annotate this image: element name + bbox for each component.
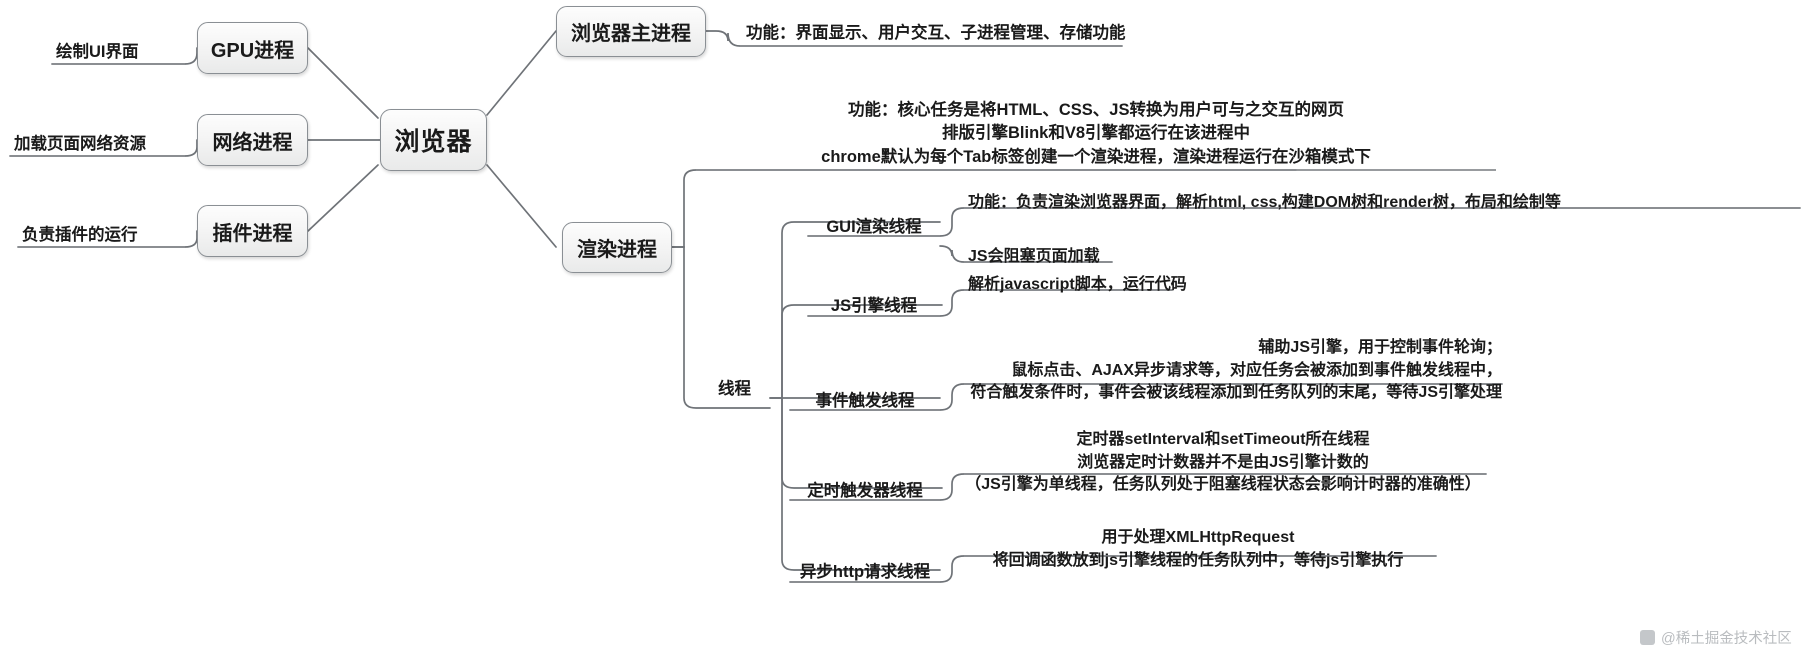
note-line-1: 定时器setInterval和setTimeout所在线程 <box>1076 431 1370 448</box>
watermark: @稀土掘金技术社区 <box>1640 627 1792 648</box>
label-thread-js-engine: JS引擎线程 <box>830 297 918 315</box>
label-thread-async-http: 异步http请求线程 <box>799 563 931 581</box>
label-thread-gui: GUI渲染线程 <box>826 218 922 236</box>
note-thread-gui: 功能：负责渲染浏览器界面，解析html, css,构建DOM树和render树，… <box>968 192 1561 215</box>
node-root-browser[interactable]: 浏览器 <box>380 109 487 171</box>
note-line-2: 鼠标点击、AJAX异步请求等，对应任务会被添加到事件触发线程中， <box>1011 361 1502 379</box>
label-thread-group: 线程 <box>718 380 751 398</box>
note-network-process: 加载页面网络资源 <box>14 135 146 153</box>
note-line-2: 浏览器定时计数器并不是由JS引擎计数的 <box>1077 453 1369 471</box>
juejin-logo-icon <box>1640 630 1655 645</box>
node-render-process[interactable]: 渲染进程 <box>562 222 672 273</box>
watermark-text: @稀土掘金技术社区 <box>1661 631 1792 647</box>
note-thread-event-trigger: 辅助JS引擎，用于控制事件轮询； 鼠标点击、AJAX异步请求等，对应任务会被添加… <box>960 337 1502 405</box>
node-label: GPU进程 <box>210 39 295 62</box>
note-browser-main-process: 功能：界面显示、用户交互、子进程管理、存储功能 <box>746 24 1126 42</box>
note-line: 解析javascript脚本，运行代码 <box>968 276 1187 293</box>
note-thread-timer-trigger: 定时器setInterval和setTimeout所在线程 浏览器定时计数器并不… <box>960 429 1486 497</box>
note-line: 功能：负责渲染浏览器界面，解析html, css,构建DOM树和render树，… <box>968 194 1561 211</box>
label-thread-timer-trigger: 定时触发器线程 <box>807 482 923 500</box>
node-label: 渲染进程 <box>577 239 657 261</box>
note-line-3: （JS引擎为单线程，任务队列处于阻塞线程状态会影响计时器的准确性） <box>965 476 1481 494</box>
node-label: 浏览器 <box>394 128 473 156</box>
note-render-line-3: chrome默认为每个Tab标签创建一个渲染进程，渲染进程运行在沙箱模式下 <box>821 147 1371 166</box>
sub-label-gui-block-load: JS会阻塞页面加载 <box>968 248 1100 265</box>
wire-root-render <box>486 164 557 248</box>
note-line-1: 辅助JS引擎，用于控制事件轮询； <box>1258 339 1502 356</box>
wire-plugin-root <box>307 164 379 232</box>
note-thread-js-engine: 解析javascript脚本，运行代码 <box>968 274 1187 297</box>
note-render-process: 功能：核心任务是将HTML、CSS、JS转换为用户可与之交互的网页 排版引擎Bl… <box>696 99 1496 169</box>
node-gpu-process[interactable]: GPU进程 <box>197 22 308 74</box>
note-thread-async-http: 用于处理XMLHttpRequest 将回调函数放到js引擎线程的任务队列中，等… <box>960 527 1436 572</box>
note-gpu-process: 绘制UI界面 <box>56 43 139 61</box>
wire-root-mainproc <box>486 30 557 116</box>
label-thread-event-trigger: 事件触发线程 <box>815 392 915 410</box>
node-label: 插件进程 <box>212 222 293 245</box>
note-render-line-1: 功能：核心任务是将HTML、CSS、JS转换为用户可与之交互的网页 <box>848 101 1344 119</box>
note-line-3: 符合触发条件时，事件会被该线程添加到任务队列的末尾，等待JS引擎处理 <box>970 384 1502 402</box>
note-line-2: 将回调函数放到js引擎线程的任务队列中，等待js引擎执行 <box>992 551 1404 569</box>
wire-thread-js <box>781 304 943 399</box>
note-render-line-2: 排版引擎Blink和V8引擎都运行在该进程中 <box>941 124 1251 143</box>
node-plugin-process[interactable]: 插件进程 <box>197 205 308 257</box>
node-network-process[interactable]: 网络进程 <box>197 114 308 166</box>
wire-gpu-root <box>307 47 379 119</box>
node-label: 网络进程 <box>212 131 293 154</box>
node-label: 浏览器主进程 <box>571 23 691 45</box>
node-browser-main-process[interactable]: 浏览器主进程 <box>556 6 706 57</box>
note-line-1: 用于处理XMLHttpRequest <box>1101 529 1295 546</box>
note-plugin-process: 负责插件的运行 <box>22 226 138 244</box>
